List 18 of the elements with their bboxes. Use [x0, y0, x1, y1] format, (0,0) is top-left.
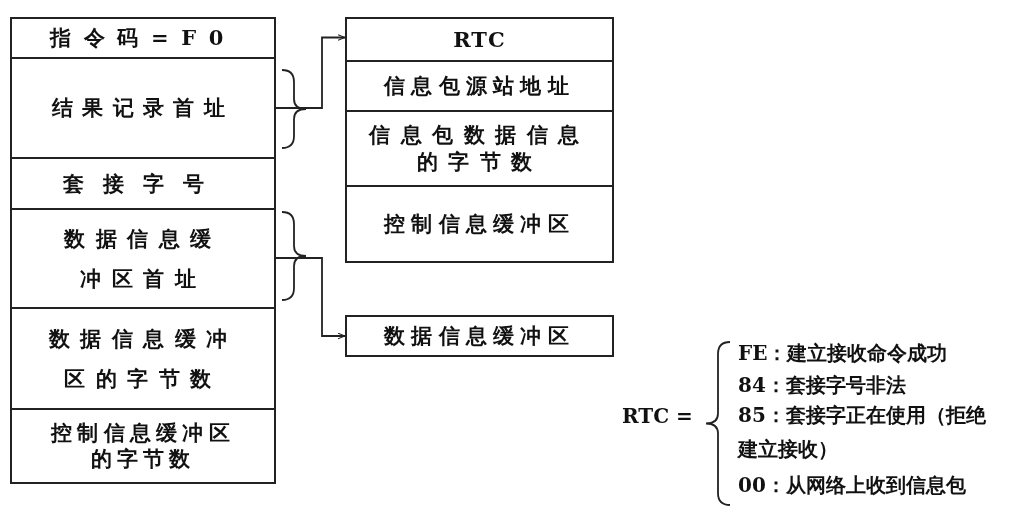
code-meaning: FE：建立接收命令成功: [738, 340, 948, 367]
table-cell: 数据信息缓冲区: [345, 315, 614, 357]
table-cell: 套接字号: [10, 157, 276, 210]
table-cell: RTC: [345, 17, 614, 62]
table-cell: 数据信息缓冲区首址: [10, 208, 276, 309]
table-cell: 控制信息缓冲区的字节数: [10, 408, 276, 484]
table-cell: 控制信息缓冲区: [345, 185, 614, 263]
arrow: [275, 34, 346, 109]
arrow: [275, 257, 346, 340]
table-cell: 信息包源站地址: [345, 60, 614, 112]
table-cell: 指令码=F0: [10, 17, 276, 59]
code-meaning: 00：从网络上收到信息包: [738, 472, 966, 499]
code-meaning: 85：套接字正在使用（拒绝建立接收）: [738, 402, 987, 463]
table-cell: 结果记录首址: [10, 57, 276, 159]
table-cell: 信息包数据信息的字节数: [345, 110, 614, 187]
code-meaning: 84：套接字号非法: [738, 372, 906, 399]
code-label: RTC =: [622, 404, 693, 428]
table-cell: 数据信息缓冲区的字节数: [10, 307, 276, 410]
